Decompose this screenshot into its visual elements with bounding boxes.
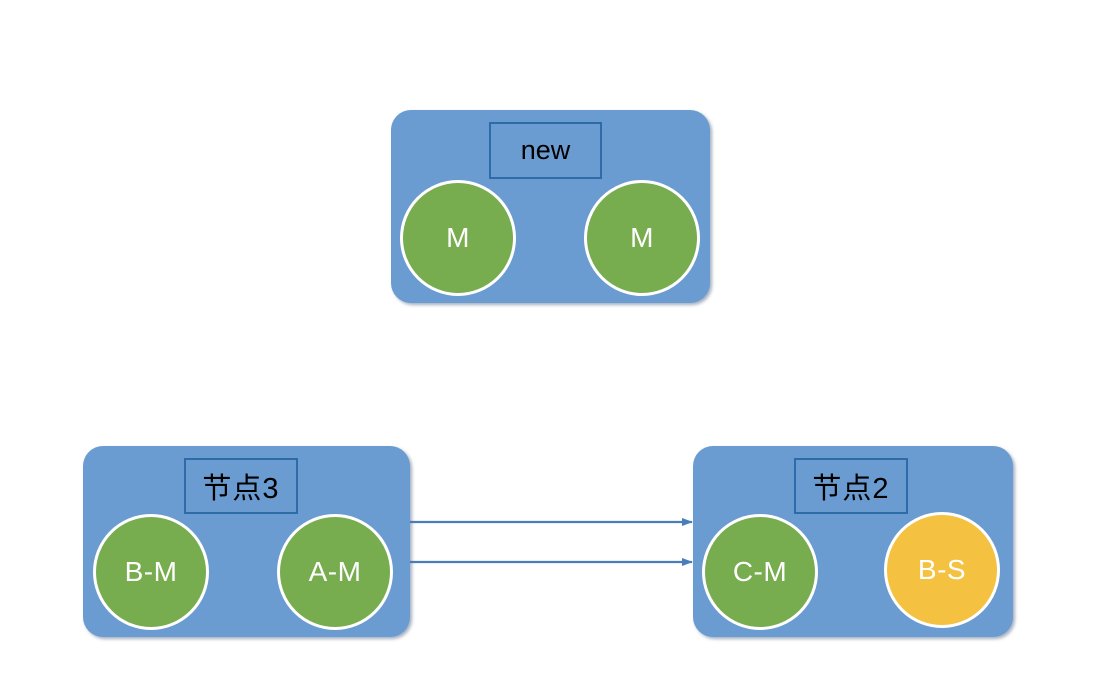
node-circle-new-left[interactable]: M xyxy=(400,180,516,296)
node-title-new: new xyxy=(489,122,602,179)
node-circle-node2-bs[interactable]: B-S xyxy=(884,512,1000,628)
node-circle-new-right[interactable]: M xyxy=(584,180,700,296)
node-circle-node3-bm[interactable]: B-M xyxy=(93,514,209,630)
node-title-node3: 节点3 xyxy=(184,458,298,514)
node-circle-node2-cm[interactable]: C-M xyxy=(702,514,818,630)
node-circle-node3-am[interactable]: A-M xyxy=(277,514,393,630)
node-title-node2: 节点2 xyxy=(794,458,908,514)
